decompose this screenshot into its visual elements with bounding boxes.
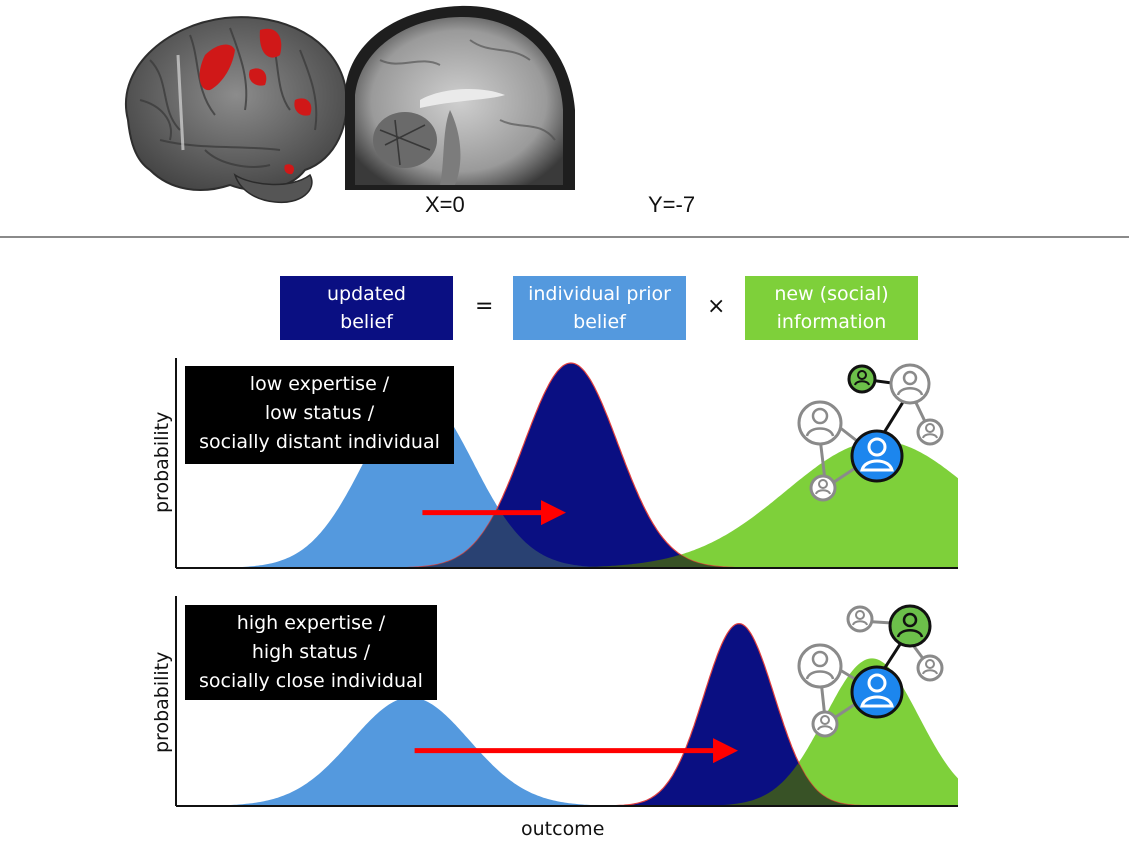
- prior-belief-curve: [176, 393, 958, 568]
- self-node-icon: [850, 665, 904, 719]
- condition-high-line-1: high expertise /: [236, 612, 386, 634]
- sagittal-coordinate-label: X=0: [425, 192, 465, 217]
- new-information-curve: [176, 440, 958, 568]
- close-informant-network: [797, 604, 944, 738]
- x-axis-label: outcome: [521, 818, 605, 840]
- condition-low-line-3: socially distant individual: [199, 431, 440, 453]
- prior-belief-box: individual prior belief: [513, 276, 686, 340]
- sagittal-mri-slice: [345, 5, 575, 190]
- y-axis-label-high: probability: [151, 651, 173, 753]
- updated-belief-box: updated belief: [280, 276, 453, 340]
- new-information-box: new (social) information: [745, 276, 918, 340]
- self-node-icon: [850, 429, 904, 483]
- prior-belief-line-2: belief: [573, 311, 626, 333]
- updated-belief-line-2: belief: [340, 311, 393, 333]
- brain-images: [125, 5, 575, 204]
- prior-belief-curve: [176, 697, 958, 806]
- condition-box-high: high expertise / high status / socially …: [185, 605, 437, 700]
- node-gray: [889, 363, 931, 405]
- informant-node-icon: [847, 364, 877, 394]
- prior-belief-line-1: individual prior: [528, 283, 671, 305]
- distribution-plot-low: [175, 358, 958, 569]
- informant-node-icon: [888, 604, 932, 648]
- condition-low-line-1: low expertise /: [249, 373, 390, 395]
- new-information-line-2: information: [776, 311, 887, 333]
- left-lateral-brain-render: [125, 16, 348, 204]
- new-information-line-1: new (social): [774, 283, 889, 305]
- section-divider: [0, 236, 1129, 238]
- new-updated-overlap: [176, 763, 958, 806]
- condition-high-line-2: high status /: [251, 641, 371, 663]
- coronal-coordinate-label: Y=-7: [648, 192, 696, 217]
- updated-belief-line-1: updated: [326, 283, 406, 305]
- condition-high-line-3: socially close individual: [199, 670, 423, 692]
- condition-box-low: low expertise / low status / socially di…: [185, 366, 454, 464]
- equals-sign: =: [475, 294, 494, 319]
- condition-low-line-2: low status /: [264, 402, 375, 424]
- distant-informant-network: [797, 363, 944, 502]
- activation-clusters: [199, 28, 312, 175]
- y-axis-label-low: probability: [151, 411, 173, 513]
- times-sign: ×: [707, 294, 726, 319]
